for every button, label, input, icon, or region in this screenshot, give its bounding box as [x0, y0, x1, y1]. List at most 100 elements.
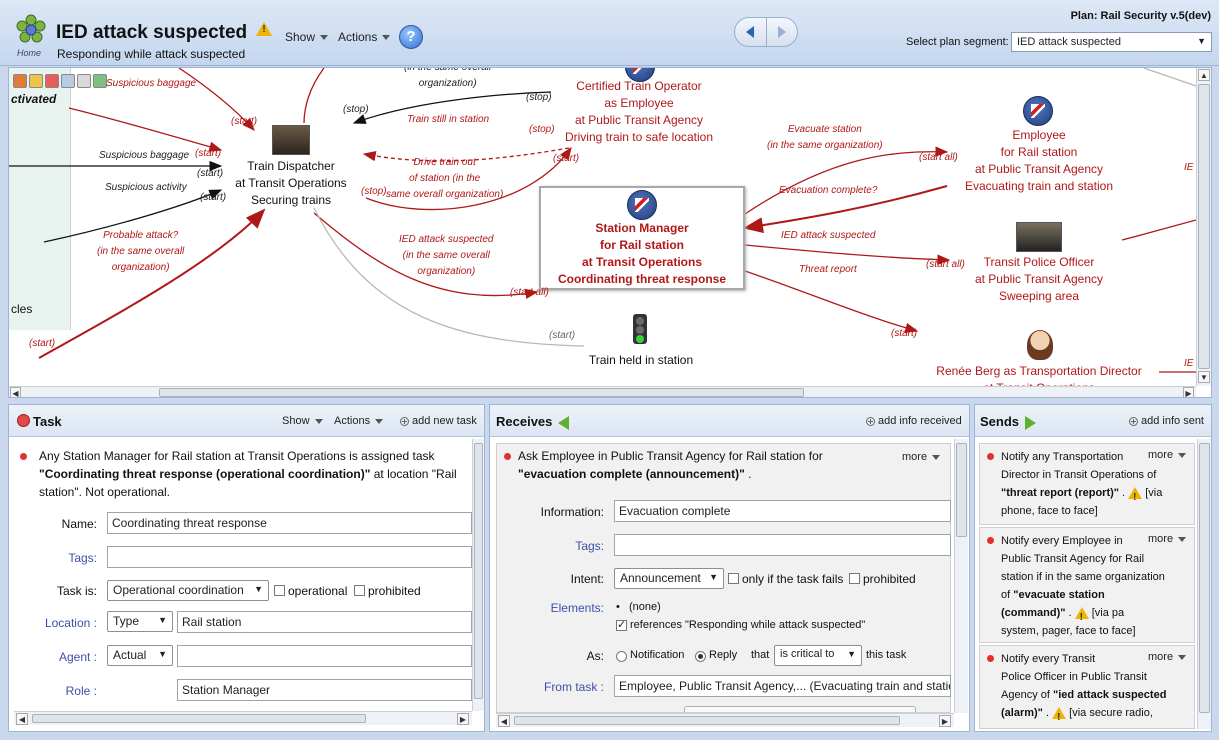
receives-vertical-scrollbar[interactable]	[954, 439, 968, 713]
node-employee[interactable]: Employee for Rail station at Public Tran…	[954, 127, 1124, 195]
scroll-left-icon[interactable]: ◀	[10, 387, 21, 397]
task-show-menu[interactable]: Show	[282, 415, 323, 427]
flow-label[interactable]: (start)	[29, 338, 56, 349]
from-task-label[interactable]: From task :	[543, 680, 604, 694]
tags-field[interactable]	[614, 534, 951, 556]
flow-label[interactable]: Evacuation complete?	[779, 185, 878, 196]
actions-menu[interactable]: Actions	[338, 30, 391, 44]
scroll-thumb[interactable]	[474, 443, 483, 699]
flow-label[interactable]: IED attack suspected (in the same overal…	[399, 232, 494, 280]
elements-label[interactable]: Elements:	[550, 601, 604, 615]
zoom-icon[interactable]	[61, 74, 75, 88]
scroll-thumb[interactable]	[514, 716, 900, 725]
task-category-select[interactable]: Operational coordination	[107, 580, 269, 601]
tags-field[interactable]	[107, 546, 472, 568]
references-checkbox[interactable]	[616, 618, 627, 631]
node-station-manager[interactable]: Station Manager for Rail station at Tran…	[539, 186, 745, 290]
name-field[interactable]: Coordinating threat response	[107, 512, 472, 534]
scroll-up-icon[interactable]: ▲	[1198, 69, 1210, 81]
role-field[interactable]: Station Manager	[177, 679, 472, 701]
add-info-sent-link[interactable]: add info sent	[1129, 415, 1204, 427]
flow-label[interactable]: (start all)	[926, 259, 965, 270]
location-label[interactable]: Location :	[44, 616, 97, 630]
map-vertical-scrollbar[interactable]: ▲ ▼	[1196, 68, 1211, 386]
criticality-select[interactable]: is critical to	[774, 645, 862, 666]
flow-label[interactable]: (start)	[200, 192, 227, 203]
scroll-left-icon[interactable]: ◀	[16, 713, 28, 725]
more-menu[interactable]: more	[1148, 651, 1187, 663]
flow-label[interactable]: (stop)	[526, 92, 552, 103]
sends-vertical-scrollbar[interactable]	[1197, 439, 1211, 729]
stop-icon[interactable]	[45, 74, 59, 88]
flow-label[interactable]: Suspicious baggage	[99, 150, 190, 161]
avatar[interactable]	[1027, 330, 1053, 360]
flow-label[interactable]: (start)	[195, 148, 222, 159]
map-horizontal-scrollbar[interactable]: ◀ ▶	[9, 386, 1196, 397]
show-menu[interactable]: Show	[285, 30, 329, 44]
receives-horizontal-scrollbar[interactable]: ◀ ▶	[496, 713, 954, 727]
add-info-received-link[interactable]: add info received	[866, 415, 962, 427]
tags-label[interactable]: Tags:	[68, 551, 97, 565]
scroll-down-icon[interactable]: ▼	[1198, 371, 1210, 383]
flow-label[interactable]: (start)	[553, 153, 580, 164]
task-actions-menu[interactable]: Actions	[334, 415, 384, 427]
flow-label[interactable]: (stop)	[343, 104, 369, 115]
operational-checkbox[interactable]	[274, 585, 285, 596]
notification-radio[interactable]	[616, 651, 627, 662]
flow-label[interactable]: (stop)	[361, 186, 387, 197]
flow-label[interactable]: (in the same overall organization)	[404, 68, 491, 92]
nav-forward-icon[interactable]	[767, 18, 799, 46]
flow-label[interactable]: Drive train out of station (in the same …	[386, 155, 503, 203]
add-new-task-link[interactable]: add new task	[400, 415, 477, 427]
scroll-right-icon[interactable]: ▶	[939, 715, 951, 727]
send-item[interactable]	[979, 443, 1195, 525]
scroll-left-icon[interactable]: ◀	[498, 715, 510, 727]
role-label[interactable]: Role :	[65, 684, 97, 698]
police-photo[interactable]	[1016, 222, 1062, 252]
refresh-icon[interactable]	[93, 74, 107, 88]
tags-label[interactable]: Tags:	[575, 539, 604, 553]
flow-label[interactable]: Probable attack? (in the same overall or…	[97, 228, 184, 276]
segment-select[interactable]: IED attack suspected	[1011, 32, 1212, 52]
flow-label[interactable]: Suspicious activity	[105, 182, 187, 193]
scroll-right-icon[interactable]: ▶	[457, 713, 469, 725]
location-type-select[interactable]: Type	[107, 611, 173, 632]
node-train-held[interactable]: Train held in station	[588, 353, 694, 367]
send-item[interactable]	[979, 527, 1195, 643]
more-menu[interactable]: more	[902, 451, 941, 463]
flow-label[interactable]: Suspicious baggage	[106, 78, 197, 89]
flow-label[interactable]: IE	[1184, 358, 1194, 369]
layout-icon[interactable]	[13, 74, 27, 88]
more-menu[interactable]: more	[1148, 449, 1187, 461]
home-label[interactable]: Home	[17, 48, 42, 58]
flow-label[interactable]: IE	[1184, 162, 1194, 173]
scroll-thumb[interactable]	[1198, 84, 1210, 369]
scroll-right-icon[interactable]: ▶	[1183, 387, 1194, 397]
flow-label[interactable]: (start)	[891, 328, 918, 339]
scroll-thumb[interactable]	[956, 443, 967, 537]
more-menu[interactable]: more	[1148, 533, 1187, 545]
location-field[interactable]: Rail station	[177, 611, 472, 633]
node-train-dispatcher[interactable]: Train Dispatcher at Transit Operations S…	[221, 158, 361, 209]
agent-field[interactable]	[177, 645, 472, 667]
home-logo-icon[interactable]	[14, 13, 48, 47]
send-item[interactable]	[979, 645, 1195, 729]
traffic-light-icon[interactable]	[633, 314, 647, 344]
flow-label[interactable]: (start)	[549, 330, 576, 341]
flow-label[interactable]: (start)	[231, 116, 258, 127]
node-police-officer[interactable]: Transit Police Officer at Public Transit…	[954, 254, 1124, 305]
scroll-thumb[interactable]	[1199, 443, 1210, 713]
task-horizontal-scrollbar[interactable]: ◀ ▶	[14, 711, 472, 725]
node-train-operator[interactable]: Certified Train Operator as Employee at …	[549, 78, 729, 146]
scroll-thumb[interactable]	[159, 388, 804, 397]
prohibited-checkbox[interactable]	[354, 585, 365, 596]
flow-label[interactable]: (start all)	[919, 152, 958, 163]
reply-radio[interactable]	[695, 651, 706, 662]
prohibited-checkbox[interactable]	[849, 573, 860, 584]
from-task-field[interactable]: Employee, Public Transit Agency,... (Eva…	[614, 675, 951, 697]
flow-label[interactable]: Train still in station	[407, 114, 490, 125]
print-icon[interactable]	[77, 74, 91, 88]
only-if-fails-checkbox[interactable]	[728, 573, 739, 584]
flow-label[interactable]: (start all)	[510, 287, 549, 298]
nav-back-icon[interactable]	[735, 18, 767, 46]
